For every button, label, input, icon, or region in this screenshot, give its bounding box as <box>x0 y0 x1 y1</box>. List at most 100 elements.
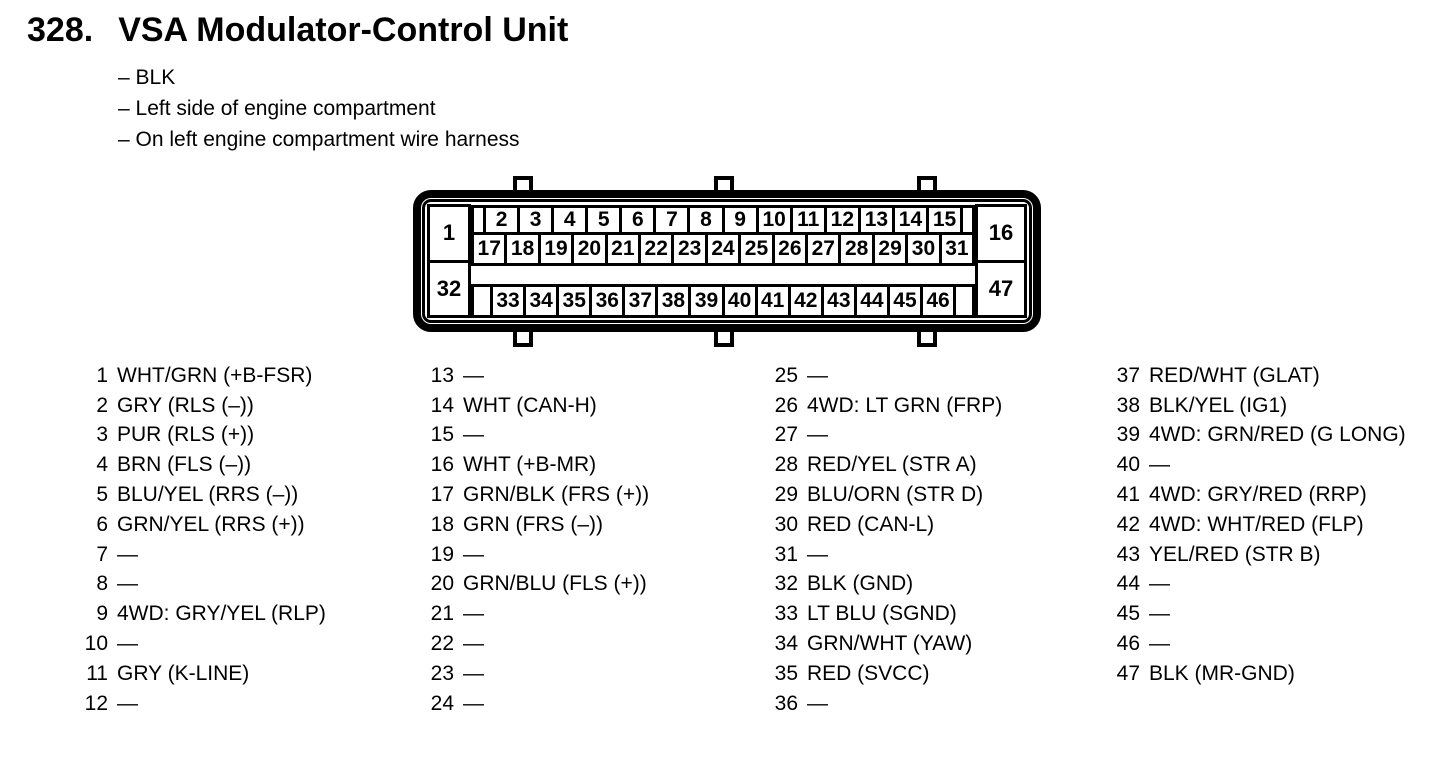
pin-description: BLK (GND) <box>807 572 914 596</box>
pin-description: — <box>807 542 828 566</box>
pin-entry: 34 GRN/WHT (YAW) <box>770 629 1002 659</box>
section-number: 328. <box>27 11 94 49</box>
pin-description: — <box>117 542 138 566</box>
pin-number: 4 <box>96 453 108 477</box>
pin-number: 30 <box>774 512 798 536</box>
connector-pin-cell-44: 44 <box>853 284 890 318</box>
pin-entry: 46— <box>1112 629 1406 659</box>
pin-number: 35 <box>774 661 798 685</box>
pin-number: 20 <box>430 572 454 596</box>
pin-description: GRN/YEL (RRS (+)) <box>117 512 305 536</box>
pin-number: 36 <box>774 691 798 715</box>
pin-entry: 25— <box>770 361 1002 391</box>
pin-entry: 45— <box>1112 599 1406 629</box>
connector-pin-cell-42: 42 <box>787 284 824 318</box>
pin-entry: 7— <box>80 540 326 570</box>
pin-description: — <box>1149 453 1170 477</box>
pin-description: RED/WHT (GLAT) <box>1149 363 1320 387</box>
pin-description: — <box>117 572 138 596</box>
pin-description: — <box>463 423 484 447</box>
pin-description: — <box>1149 572 1170 596</box>
pin-description: PUR (RLS (+)) <box>117 423 255 447</box>
pin-entry: 22— <box>426 629 649 659</box>
connector-pin-cell-13: 13 <box>857 205 895 235</box>
connector-pin-cell-34: 34 <box>523 284 560 318</box>
pin-entry: 12— <box>80 689 326 719</box>
pin-number: 46 <box>1116 632 1140 656</box>
connector-notes: – BLK – Left side of engine compartment … <box>118 62 520 155</box>
connector-pin-cell-17: 17 <box>471 232 508 266</box>
pin-number: 24 <box>430 691 454 715</box>
pin-entry: 8— <box>80 570 326 600</box>
connector-pin-cell-46: 46 <box>920 284 957 318</box>
pin-number: 19 <box>430 542 454 566</box>
note-line-location: – Left side of engine compartment <box>118 97 436 120</box>
pin-description: — <box>807 423 828 447</box>
connector-pin-cell-5: 5 <box>585 205 623 235</box>
pin-description: 4WD: GRN/RED (G LONG) <box>1149 423 1406 447</box>
connector-pin-cell-27: 27 <box>805 232 842 266</box>
connector-pin-cell-26: 26 <box>771 232 809 266</box>
pin-description: RED/YEL (STR A) <box>807 453 977 477</box>
pin-number: 13 <box>430 363 454 387</box>
connector-pin-cell-16: 16 <box>975 204 1027 263</box>
pin-number: 9 <box>96 602 108 626</box>
pin-entry: 44 — <box>1112 570 1406 600</box>
connector-pin-cell-30: 30 <box>905 232 942 266</box>
pin-description: GRN/BLK (FRS (+)) <box>463 483 650 507</box>
connector-pin-cell-39: 39 <box>688 284 725 318</box>
pin-description: GRN/WHT (YAW) <box>807 632 973 656</box>
pin-entry: 9 4WD: GRY/YEL (RLP) <box>80 599 326 629</box>
pin-number: 34 <box>774 632 798 656</box>
pin-number: 44 <box>1116 572 1140 596</box>
connector-pin-cell-47: 47 <box>975 259 1027 318</box>
pin-number: 1 <box>96 363 108 387</box>
connector-pin-cell-22: 22 <box>638 232 675 266</box>
pin-number: 18 <box>430 512 454 536</box>
pin-number: 22 <box>430 632 454 656</box>
connector-pin-cell-28: 28 <box>838 232 875 266</box>
connector-pin-cell-35: 35 <box>556 284 593 318</box>
pin-number: 23 <box>430 661 454 685</box>
pin-description: BLK/YEL (IG1) <box>1149 393 1288 417</box>
pin-description: — <box>117 632 138 656</box>
pin-entry: 23— <box>426 659 649 689</box>
page-title: 328. VSA Modulator-Control Unit <box>27 10 568 50</box>
connector-pin-cell-32: 32 <box>427 259 471 318</box>
pin-number: 39 <box>1116 423 1140 447</box>
pin-description: GRY (RLS (–)) <box>117 393 254 417</box>
connector-pin-cell-23: 23 <box>671 232 708 266</box>
pin-description: BLU/ORN (STR D) <box>807 483 984 507</box>
pin-number: 25 <box>774 363 798 387</box>
pin-entry: 21— <box>426 599 649 629</box>
pin-number: 47 <box>1116 661 1140 685</box>
connector-pin-cell-37: 37 <box>622 284 659 318</box>
pin-number: 12 <box>84 691 108 715</box>
pin-number: 43 <box>1116 542 1140 566</box>
pin-number: 37 <box>1116 363 1140 387</box>
connector-pin-cell-2: 2 <box>483 205 521 235</box>
pin-description: 4WD: GRY/YEL (RLP) <box>117 602 326 626</box>
pin-description: BLK (MR-GND) <box>1149 661 1295 685</box>
pin-number: 5 <box>96 483 108 507</box>
pin-entry: 19— <box>426 540 649 570</box>
pin-number: 42 <box>1116 512 1140 536</box>
pin-number: 11 <box>86 661 108 685</box>
connector-pin-cell-43: 43 <box>820 284 857 318</box>
pin-description: GRN/BLU (FLS (+)) <box>463 572 647 596</box>
connector-pin-cell-19: 19 <box>537 232 575 266</box>
pin-description: WHT/GRN (+B-FSR) <box>117 363 313 387</box>
connector-pin-cell-33: 33 <box>490 284 527 318</box>
